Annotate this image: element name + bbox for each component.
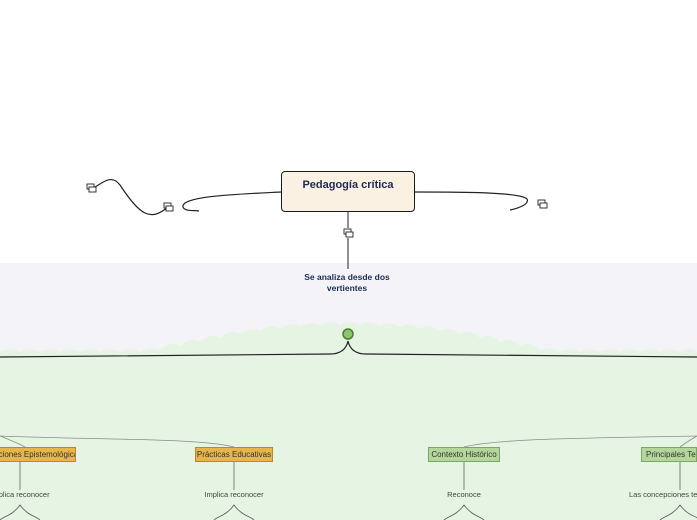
floating-connector-right	[414, 191, 528, 211]
expand-node-icon[interactable]	[342, 328, 354, 340]
topic-epistemological[interactable]: Concepciones Epistemológicas	[0, 447, 76, 462]
root-topic-title: Pedagogía crítica	[302, 178, 394, 191]
floating-connector-left	[182, 191, 282, 212]
note-epistemological[interactable]: Implica reconocer	[0, 490, 50, 499]
topic-connector-left	[0, 435, 235, 448]
topic-historical-context[interactable]: Contexto Histórico	[428, 447, 500, 462]
link-icon[interactable]	[537, 199, 548, 209]
topic-connector-right-2	[679, 435, 697, 448]
note-bracket-2	[213, 504, 255, 520]
link-icon[interactable]	[86, 183, 97, 193]
note-main-theorists[interactable]: Las concepciones teóricas	[629, 490, 697, 499]
link-icon[interactable]	[343, 228, 354, 238]
topic-main-theorists[interactable]: Principales Teóricos	[641, 447, 697, 462]
note-bracket-4	[659, 504, 697, 520]
main-branch-line	[0, 340, 697, 358]
note-bracket-1	[0, 504, 41, 520]
note-historical-context[interactable]: Reconoce	[447, 490, 481, 499]
topic-educational-practices[interactable]: Prácticas Educativas	[195, 447, 273, 462]
root-topic[interactable]: Pedagogía crítica	[281, 171, 415, 212]
link-icon[interactable]	[163, 202, 174, 212]
note-educational-practices[interactable]: Implica reconocer	[204, 490, 264, 499]
topic-connector-left-2	[0, 435, 26, 448]
floating-connector-left-2	[90, 179, 169, 216]
background-band-green	[0, 322, 697, 520]
note-bracket-3	[443, 504, 485, 520]
branch-label[interactable]: Se analiza desde dos vertientes	[304, 272, 390, 293]
topic-connector-right	[463, 435, 697, 448]
